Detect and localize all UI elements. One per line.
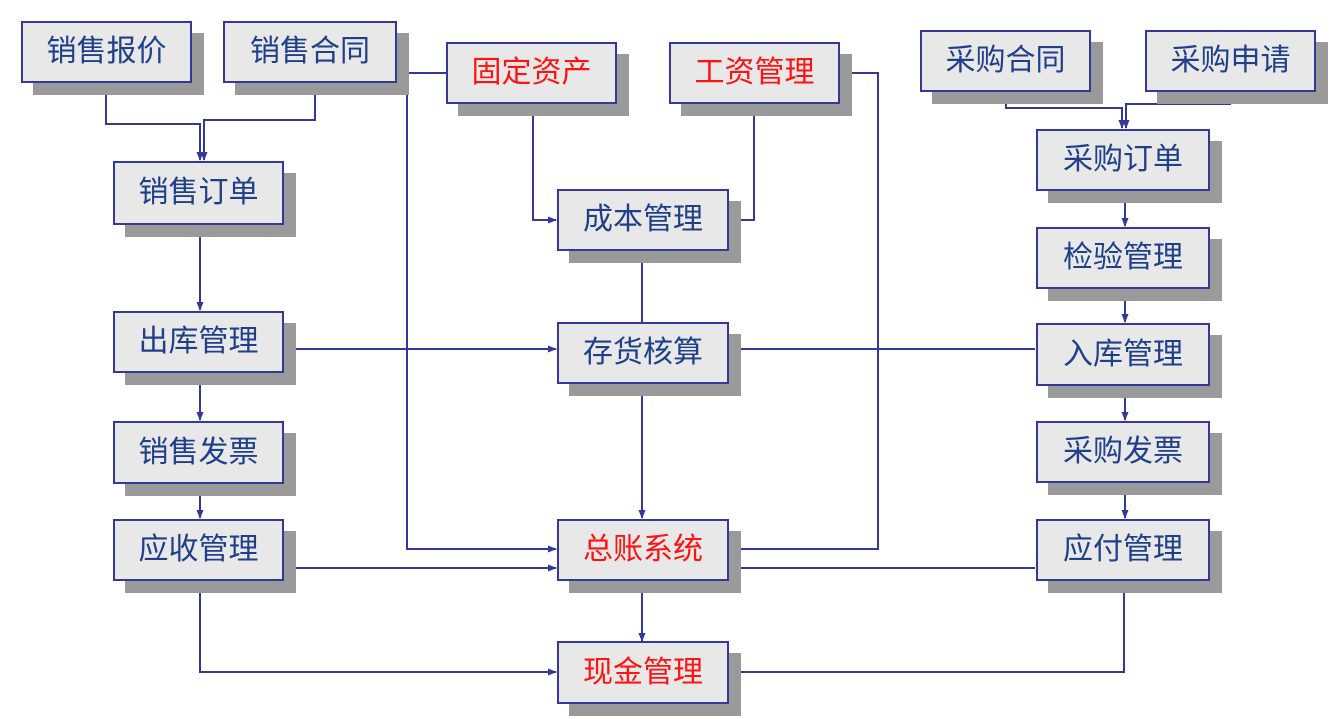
node-general-ledger[interactable]: 总账系统 [557,519,729,581]
node-inspection[interactable]: 检验管理 [1036,227,1210,289]
node-cash[interactable]: 现金管理 [557,641,729,704]
node-receivable[interactable]: 应收管理 [113,519,284,581]
node-sales-quote[interactable]: 销售报价 [21,21,192,83]
edge-sales-quote-to-order [105,82,204,161]
edge-payroll-to-cost [729,103,755,224]
node-payroll[interactable]: 工资管理 [669,42,840,104]
node-outbound[interactable]: 出库管理 [113,311,284,373]
edge-cash-payable [729,581,1128,676]
edge-sales-contract-to-order [200,82,316,161]
node-sales-invoice[interactable]: 销售发票 [113,421,284,484]
node-purchase-contract[interactable]: 采购合同 [920,30,1091,92]
node-inbound[interactable]: 入库管理 [1036,323,1210,386]
node-fixed-assets[interactable]: 固定资产 [446,42,617,104]
node-payable[interactable]: 应付管理 [1036,519,1210,581]
edge-cash-receivable [196,581,557,676]
node-sales-contract[interactable]: 销售合同 [223,21,397,83]
node-purchase-order[interactable]: 采购订单 [1036,129,1210,191]
edge-fixed-assets-to-cost [532,103,557,224]
node-cost[interactable]: 成本管理 [557,189,729,251]
edge-payroll-to-ledger [729,72,879,553]
edge-purchase-request-to-order [1122,92,1231,129]
edge-purchase-contract-to-order [1005,92,1126,129]
node-inventory-accounting[interactable]: 存货核算 [557,322,729,384]
node-purchase-invoice[interactable]: 采购发票 [1036,421,1210,483]
node-sales-order[interactable]: 销售订单 [113,161,284,225]
node-purchase-request[interactable]: 采购申请 [1145,30,1316,92]
edge-fixed-assets-to-ledger [406,72,557,553]
